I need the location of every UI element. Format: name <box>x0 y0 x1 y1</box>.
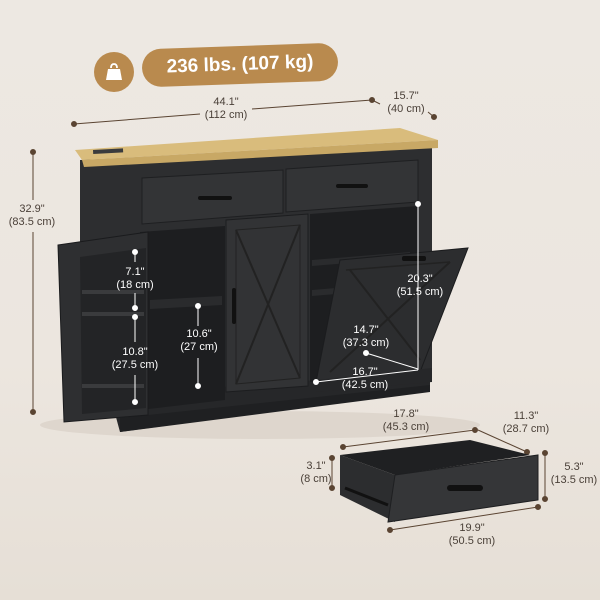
drawer-illustration <box>340 440 539 523</box>
dim-depth-label: 15.7" (40 cm) <box>380 90 432 116</box>
dim-width-in: 44.1" <box>213 96 239 108</box>
dim-height-cm: (83.5 cm) <box>8 216 56 228</box>
dim-tilt-bin-width-in: 16.7" <box>352 366 378 378</box>
dim-drawer-inner-width-in: 17.8" <box>393 408 419 420</box>
dim-drawer-outer-height-cm: (13.5 cm) <box>550 474 598 486</box>
dim-drawer-inner-width-cm: (45.3 cm) <box>382 421 430 433</box>
dim-depth-cm: (40 cm) <box>387 103 425 115</box>
dim-inner-shelf: 10.6" (27 cm) <box>174 328 224 354</box>
dim-drawer-inner-depth-in: 11.3" <box>513 410 539 422</box>
dim-door-shelf-upper-in: 7.1" <box>125 266 145 278</box>
cabinet-top <box>75 128 438 160</box>
dim-drawer-inner-height: 3.1" (8 cm) <box>296 460 336 486</box>
dim-drawer-outer-width: 19.9" (50.5 cm) <box>442 522 502 548</box>
dim-tilt-bin-height-in: 20.3" <box>407 273 433 285</box>
dim-tilt-bin-height: 20.3" (51.5 cm) <box>392 273 448 299</box>
dim-door-shelf-lower-in: 10.8" <box>122 346 148 358</box>
dim-width-label: 44.1" (112 cm) <box>200 96 252 122</box>
dim-tilt-bin-depth-cm: (37.3 cm) <box>342 337 390 349</box>
dim-tilt-bin-depth: 14.7" (37.3 cm) <box>338 324 394 350</box>
dim-height-label: 32.9" (83.5 cm) <box>2 203 62 229</box>
weight-icon-badge <box>94 52 134 92</box>
dim-inner-shelf-cm: (27 cm) <box>180 341 218 353</box>
dim-drawer-outer-height-in: 5.3" <box>564 461 584 473</box>
dim-drawer-inner-depth: 11.3" (28.7 cm) <box>496 410 556 436</box>
dim-drawer-inner-height-in: 3.1" <box>306 460 326 472</box>
dim-tilt-bin-width: 16.7" (42.5 cm) <box>336 366 394 392</box>
dim-depth-in: 15.7" <box>393 90 419 102</box>
dim-drawer-outer-width-cm: (50.5 cm) <box>448 535 496 547</box>
dim-tilt-bin-height-cm: (51.5 cm) <box>396 286 444 298</box>
dim-door-shelf-upper: 7.1" (18 cm) <box>112 266 158 292</box>
dim-drawer-outer-height: 5.3" (13.5 cm) <box>548 461 600 487</box>
dim-height-in: 32.9" <box>19 203 45 215</box>
dim-drawer-outer-width-in: 19.9" <box>459 522 485 534</box>
dim-door-shelf-upper-cm: (18 cm) <box>116 279 154 291</box>
dim-width-cm: (112 cm) <box>204 109 248 121</box>
dim-door-shelf-lower: 10.8" (27.5 cm) <box>106 346 164 372</box>
dim-drawer-inner-depth-cm: (28.7 cm) <box>502 423 550 435</box>
weight-bag-icon <box>106 63 122 80</box>
dim-inner-shelf-in: 10.6" <box>186 328 212 340</box>
dim-door-shelf-lower-cm: (27.5 cm) <box>111 359 159 371</box>
dim-drawer-inner-height-cm: (8 cm) <box>300 473 332 485</box>
dim-tilt-bin-width-cm: (42.5 cm) <box>341 379 389 391</box>
dim-drawer-inner-width: 17.8" (45.3 cm) <box>376 408 436 434</box>
dim-tilt-bin-depth-in: 14.7" <box>353 324 379 336</box>
